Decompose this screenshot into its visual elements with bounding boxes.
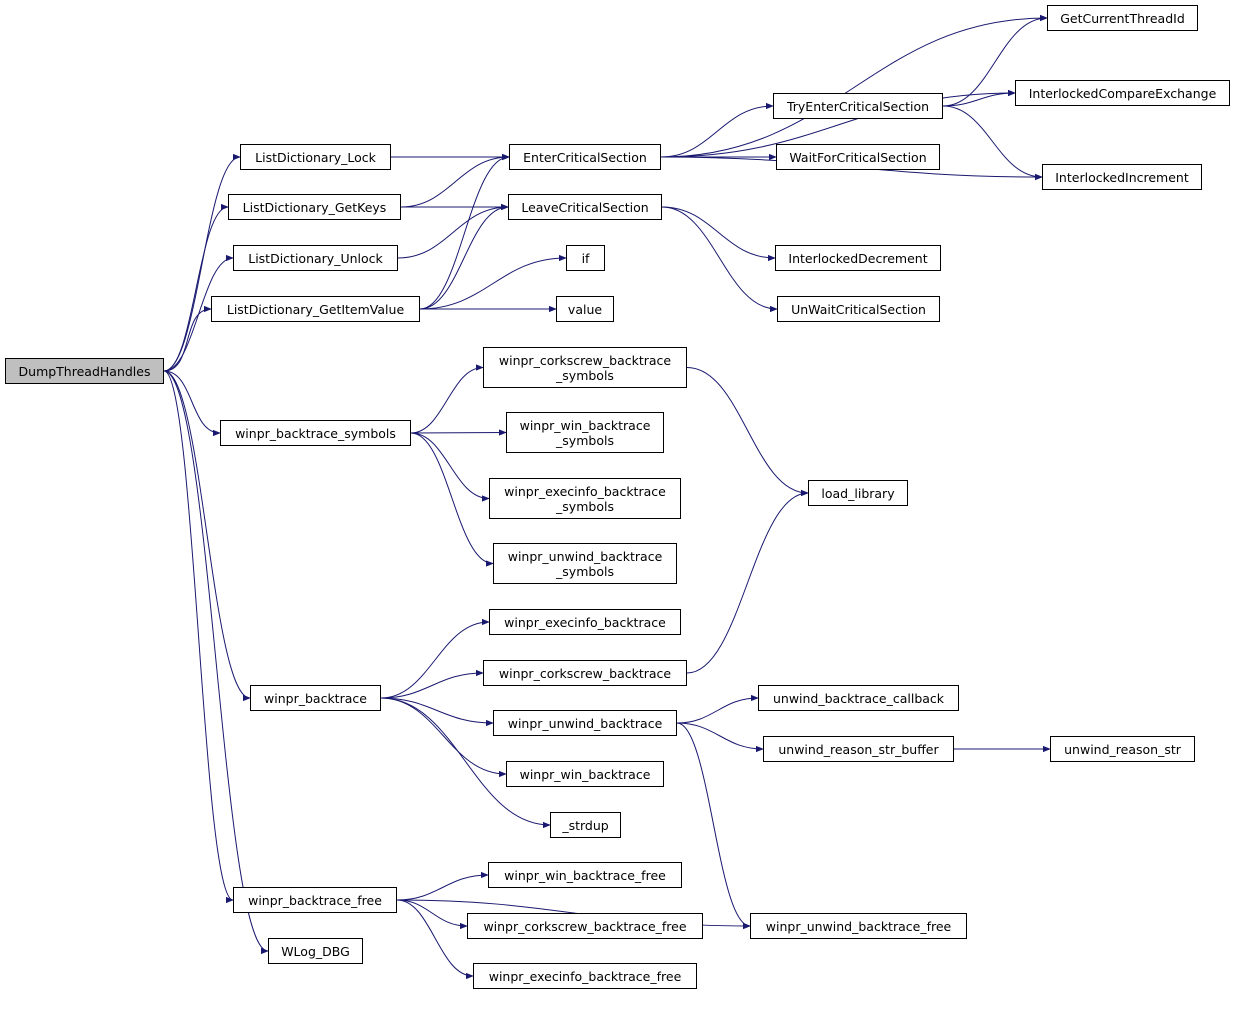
edge-ListDictionary_Unlock-to-LeaveCriticalSection — [397, 203, 509, 259]
node-interlocked-increment[interactable]: InterlockedIncrement — [1042, 164, 1202, 190]
edge-winpr_backtrace-to-winpr_win_backtrace — [380, 697, 507, 778]
node-unwind-backtrace-callback[interactable]: unwind_backtrace_callback — [758, 685, 959, 711]
edge-winpr_backtrace-to-_strdup — [380, 697, 551, 829]
node-wait-for-critical-section[interactable]: WaitForCriticalSection — [776, 144, 940, 170]
node-get-current-thread-id[interactable]: GetCurrentThreadId — [1047, 5, 1198, 31]
edge-winpr_unwind_backtrace-to-unwind_backtrace_callback — [676, 694, 759, 724]
edge-ListDictionary_GetItemValue-to-EnterCriticalSection — [419, 153, 510, 310]
edge-EnterCriticalSection-to-TryEnterCriticalSection — [660, 102, 774, 158]
node-winpr-unwind-backtrace[interactable]: winpr_unwind_backtrace — [493, 710, 677, 736]
edge-ListDictionary_GetKeys-to-EnterCriticalSection — [400, 153, 510, 208]
edge-EnterCriticalSection-to-GetCurrentThreadId — [660, 14, 1048, 158]
edge-winpr_backtrace_free-to-winpr_win_backtrace_free — [396, 871, 489, 901]
edge-ListDictionary_GetItemValue-to-LeaveCriticalSection — [419, 203, 509, 310]
edge-winpr_backtrace_symbols-to-winpr_corkscrew_backtrace_symbols — [410, 364, 484, 434]
node-list-dictionary-get-keys[interactable]: ListDictionary_GetKeys — [228, 194, 401, 220]
edge-winpr_unwind_backtrace-to-unwind_reason_str_buffer — [676, 722, 764, 753]
node-list-dictionary-lock[interactable]: ListDictionary_Lock — [240, 144, 391, 170]
node-winpr-win-backtrace-symbols[interactable]: winpr_win_backtrace _symbols — [506, 412, 664, 453]
node-leave-critical-section[interactable]: LeaveCriticalSection — [508, 194, 662, 220]
node-interlocked-decrement[interactable]: InterlockedDecrement — [775, 245, 941, 271]
node-winpr-unwind-backtrace-free[interactable]: winpr_unwind_backtrace_free — [750, 913, 967, 939]
edge-DumpThreadHandles-to-WLog_DBG — [163, 370, 269, 955]
node-list-dictionary-get-item-value[interactable]: ListDictionary_GetItemValue — [211, 296, 420, 322]
node-winpr-execinfo-backtrace-symbols[interactable]: winpr_execinfo_backtrace _symbols — [489, 478, 681, 519]
node-winpr-win-backtrace-free[interactable]: winpr_win_backtrace_free — [488, 862, 682, 888]
node-unwind-reason-str-buffer[interactable]: unwind_reason_str_buffer — [763, 736, 954, 762]
node-enter-critical-section[interactable]: EnterCriticalSection — [509, 144, 661, 170]
node-winpr-execinfo-backtrace[interactable]: winpr_execinfo_backtrace — [489, 609, 681, 635]
node-list-dictionary-unlock[interactable]: ListDictionary_Unlock — [233, 245, 398, 271]
node-unwind-reason-str[interactable]: unwind_reason_str — [1050, 736, 1195, 762]
edge-winpr_backtrace_symbols-to-winpr_unwind_backtrace_symbols — [410, 432, 494, 567]
edge-LeaveCriticalSection-to-InterlockedDecrement — [661, 206, 776, 262]
node-winpr-corkscrew-backtrace-symbols[interactable]: winpr_corkscrew_backtrace _symbols — [483, 347, 687, 388]
edge-EnterCriticalSection-to-InterlockedCompareExchange — [660, 89, 1016, 158]
edge-winpr_backtrace_symbols-to-winpr_win_backtrace_symbols — [410, 429, 507, 436]
edge-winpr_corkscrew_backtrace-to-load_library — [686, 489, 809, 674]
node-winpr-backtrace[interactable]: winpr_backtrace — [250, 685, 381, 711]
edge-winpr_backtrace_symbols-to-winpr_execinfo_backtrace_symbols — [410, 432, 490, 502]
edge-LeaveCriticalSection-to-UnWaitCriticalSection — [661, 206, 778, 313]
node-winpr-unwind-backtrace-symbols[interactable]: winpr_unwind_backtrace _symbols — [493, 543, 677, 584]
edge-ListDictionary_GetItemValue-to-if — [419, 254, 567, 310]
edge-TryEnterCriticalSection-to-InterlockedCompareExchange — [942, 89, 1016, 107]
node-dump-thread-handles[interactable]: DumpThreadHandles — [5, 358, 164, 384]
edge-winpr_backtrace_free-to-winpr_corkscrew_backtrace_free — [396, 899, 468, 930]
edge-DumpThreadHandles-to-ListDictionary_GetItemValue — [163, 305, 212, 372]
node-winpr-execinfo-backtrace-free[interactable]: winpr_execinfo_backtrace_free — [473, 963, 697, 989]
edge-DumpThreadHandles-to-ListDictionary_Lock — [163, 153, 241, 372]
node-if[interactable]: if — [566, 245, 605, 271]
edge-winpr_backtrace-to-winpr_execinfo_backtrace — [380, 618, 490, 699]
edge-DumpThreadHandles-to-winpr_backtrace_free — [163, 370, 234, 904]
edge-winpr_backtrace_free-to-winpr_execinfo_backtrace_free — [396, 899, 474, 980]
edge-DumpThreadHandles-to-winpr_backtrace_symbols — [163, 370, 221, 437]
node-wlog-dbg[interactable]: WLog_DBG — [268, 938, 363, 964]
node-winpr-win-backtrace[interactable]: winpr_win_backtrace — [506, 761, 664, 787]
node-unwait-critical-section[interactable]: UnWaitCriticalSection — [777, 296, 940, 322]
node-strdup[interactable]: _strdup — [550, 812, 621, 838]
node-interlocked-compare-exchange[interactable]: InterlockedCompareExchange — [1015, 80, 1230, 106]
edge-winpr_corkscrew_backtrace_symbols-to-load_library — [686, 367, 809, 497]
edge-DumpThreadHandles-to-winpr_backtrace — [163, 370, 251, 702]
node-winpr-corkscrew-backtrace[interactable]: winpr_corkscrew_backtrace — [483, 660, 687, 686]
edge-TryEnterCriticalSection-to-GetCurrentThreadId — [942, 14, 1048, 107]
node-winpr-corkscrew-backtrace-free[interactable]: winpr_corkscrew_backtrace_free — [467, 913, 703, 939]
edge-winpr_backtrace-to-winpr_unwind_backtrace — [380, 697, 494, 727]
edge-winpr_backtrace-to-winpr_corkscrew_backtrace — [380, 669, 484, 699]
node-value[interactable]: value — [556, 296, 614, 322]
node-load-library[interactable]: load_library — [808, 480, 908, 506]
node-try-enter-critical-section[interactable]: TryEnterCriticalSection — [773, 93, 943, 119]
node-winpr-backtrace-free[interactable]: winpr_backtrace_free — [233, 887, 397, 913]
edge-DumpThreadHandles-to-ListDictionary_GetKeys — [163, 203, 229, 372]
edge-TryEnterCriticalSection-to-InterlockedIncrement — [942, 105, 1043, 181]
edge-winpr_unwind_backtrace-to-winpr_unwind_backtrace_free — [676, 722, 751, 930]
node-winpr-backtrace-symbols[interactable]: winpr_backtrace_symbols — [220, 420, 411, 446]
